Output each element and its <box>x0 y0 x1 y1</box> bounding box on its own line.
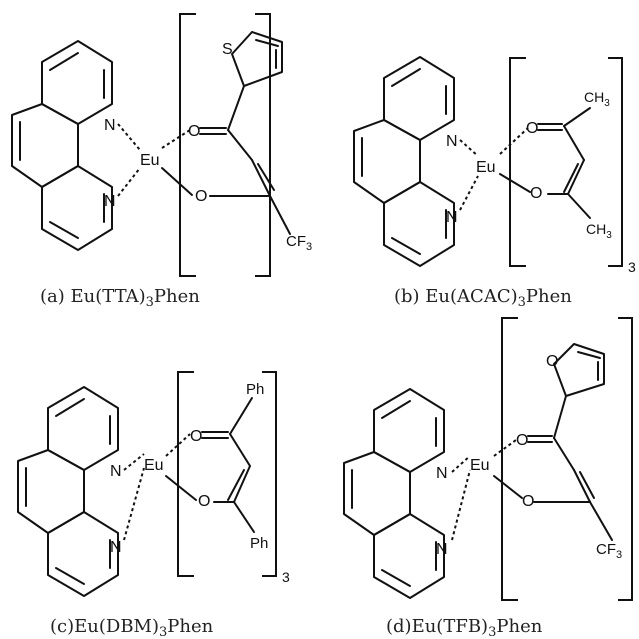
ligand-dbm <box>201 397 255 533</box>
label-n-bottom-b: N <box>446 209 458 226</box>
caption-a: (a) Eu(TTA)3Phen <box>40 286 200 310</box>
phenanthroline-c <box>17 386 119 597</box>
phenanthroline-a <box>11 40 113 251</box>
ligand-tta <box>199 31 291 235</box>
label-ph-top-c: Ph <box>246 381 264 398</box>
ligand-acac <box>537 107 591 219</box>
phenanthroline-b <box>353 56 455 267</box>
label-o-furan-d: O <box>546 353 558 370</box>
panel-d: N N Eu O O O CF3 <box>343 317 633 601</box>
label-o-bottom-d: O <box>522 493 534 510</box>
label-ph-bottom-c: Ph <box>250 535 268 552</box>
label-n-bottom-a: N <box>104 193 116 210</box>
caption-c: (c)Eu(DBM)3Phen <box>50 616 214 639</box>
label-metal-a: Eu <box>140 152 160 169</box>
label-o-bottom-a: O <box>195 188 207 205</box>
label-metal-d: Eu <box>470 457 490 474</box>
label-cf3-a: CF3 <box>286 233 312 253</box>
label-n-bottom-d: N <box>436 541 448 558</box>
caption-d: (d)Eu(TFB)3Phen <box>386 616 543 639</box>
bracket-index-c: 3 <box>282 569 290 585</box>
ligand-tfb <box>527 343 613 541</box>
label-n-bottom-c: N <box>110 539 122 556</box>
label-ch3-bottom-b: CH3 <box>586 221 612 241</box>
caption-b: (b) Eu(ACAC)3Phen <box>394 286 572 310</box>
panel-b: N N Eu O O CH3 CH3 3 <box>353 56 636 275</box>
panel-c: N N Eu O O Ph Ph 3 <box>17 371 290 597</box>
bracket-index-b: 3 <box>628 259 636 275</box>
label-n-top-a: N <box>104 117 116 134</box>
label-cf3-d: CF3 <box>596 541 622 561</box>
label-metal-c: Eu <box>144 457 164 474</box>
label-metal-b: Eu <box>476 159 496 176</box>
label-n-top-d: N <box>436 465 448 482</box>
phenanthroline-d <box>343 388 445 599</box>
label-s-a: S <box>222 41 233 58</box>
label-o-top-c: O <box>190 428 202 445</box>
label-ch3-top-b: CH3 <box>584 89 610 109</box>
label-o-top-b: O <box>526 120 538 137</box>
panel-a: N N Eu O O S CF3 <box>11 13 312 277</box>
label-o-top-d: O <box>516 432 528 449</box>
label-n-top-b: N <box>446 133 458 150</box>
label-o-top-a: O <box>188 123 200 140</box>
label-o-bottom-c: O <box>198 493 210 510</box>
label-o-bottom-b: O <box>530 185 542 202</box>
label-n-top-c: N <box>110 463 122 480</box>
